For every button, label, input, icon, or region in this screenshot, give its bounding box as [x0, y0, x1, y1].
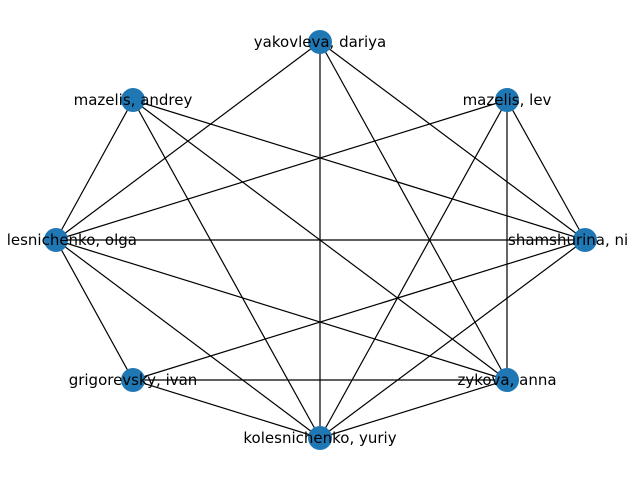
node-mazelis_andrey [121, 88, 145, 112]
edge-kolesnichenko_olga-grigorevsky [55, 239, 134, 381]
labels-layer: yakovleva, dariya mazelis, lev shamshurina… [7, 33, 629, 447]
edge-mazelis_lev-kolesnichenko_olga [55, 99, 508, 241]
edges-layer [55, 41, 586, 439]
node-kolesnichenko_olga [44, 228, 68, 252]
node-zykova [495, 368, 519, 392]
edge-kolesnichenko_olga-zykova [55, 239, 508, 381]
edge-mazelis_andrey-kolesnichenko_olga [55, 99, 134, 241]
edge-mazelis_andrey-kolesnichenko_yuriy [132, 99, 321, 439]
node-label-kolesnichenko_olga: lesnichenko, olga [7, 231, 137, 249]
node-grigorevsky [121, 368, 145, 392]
node-shamshurina [573, 228, 597, 252]
edge-shamshurina-grigorevsky [132, 239, 586, 381]
node-label-yakovleva: yakovleva, dariya [254, 33, 386, 51]
edge-shamshurina-kolesnichenko_yuriy [319, 239, 586, 439]
edge-zykova-kolesnichenko_yuriy [319, 379, 508, 439]
edge-kolesnichenko_olga-kolesnichenko_yuriy [55, 239, 321, 439]
node-label-mazelis_lev: mazelis, lev [463, 91, 552, 109]
edge-mazelis_andrey-shamshurina [132, 99, 586, 241]
edge-yakovleva-zykova [319, 41, 508, 381]
node-label-kolesnichenko_yuriy: kolesnichenko, yuriy [243, 429, 396, 447]
edge-mazelis_lev-kolesnichenko_yuriy [319, 99, 508, 439]
edge-yakovleva-shamshurina [319, 41, 586, 241]
node-mazelis_lev [495, 88, 519, 112]
edge-grigorevsky-kolesnichenko_yuriy [132, 379, 321, 439]
node-label-mazelis_andrey: mazelis, andrey [74, 91, 193, 109]
edge-mazelis_lev-shamshurina [506, 99, 586, 241]
node-kolesnichenko_yuriy [308, 426, 332, 450]
node-label-zykova: zykova, anna [457, 371, 556, 389]
nodes-layer [44, 30, 597, 450]
node-label-shamshurina: shamshurina, ni [508, 231, 628, 249]
node-label-grigorevsky: grigorevsky, ivan [69, 371, 198, 389]
node-yakovleva [308, 30, 332, 54]
